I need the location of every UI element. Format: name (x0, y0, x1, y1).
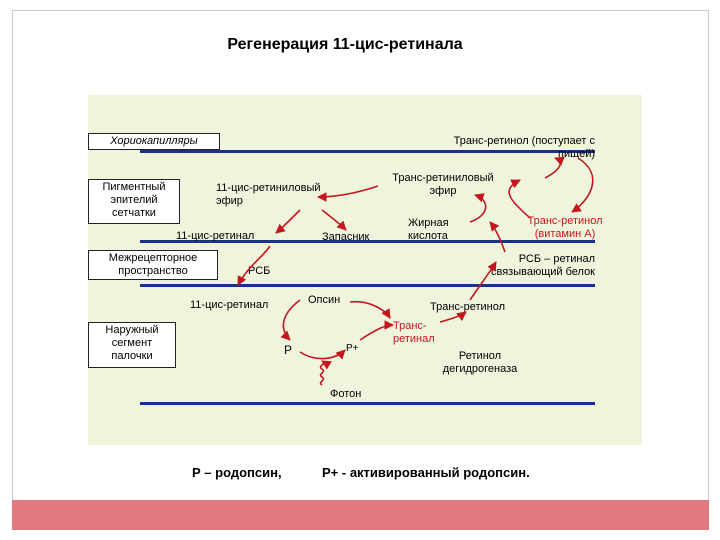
label-cis-retinyl-ester: 11-цис-ретиниловый эфир (216, 182, 321, 207)
label-trans-retinol-vitA: Транс-ретинол (витамин А) (527, 215, 603, 240)
label-trans-retinal: Транс-ретинал (393, 320, 435, 345)
line-interspace (140, 284, 595, 287)
page-title: Регенерация 11-цис-ретинала (227, 36, 463, 53)
label-cis-retinal-upper: 11-цис-ретинал (176, 230, 255, 242)
box-outer-segment: Наружный сегмент палочки (88, 322, 176, 368)
line-epithelium (140, 240, 595, 243)
label-retinol-dehydrogenase: Ретинол дегидрогеназа (442, 350, 518, 375)
legend-activated: Р+ - активированный родопсин. (322, 465, 530, 480)
label-fatty-acid: Жирная кислота (408, 217, 449, 242)
label-p-plus: Р+ (346, 343, 359, 354)
label-opsin: Опсин (308, 294, 341, 306)
label-storage: Запасник (322, 231, 370, 243)
label-trans-retinol-lower: Транс-ретинол (430, 301, 505, 313)
label-rbp-short: РСБ (248, 265, 271, 277)
label-trans-retinyl-ester: Транс-ретиниловый эфир (392, 172, 494, 197)
bottom-bar (12, 500, 709, 530)
line-outer-segment (140, 402, 595, 405)
box-interphotoreceptor-space: Межрецепторное пространство (88, 250, 218, 280)
line-choriocapillaries (140, 150, 595, 153)
box-choriocapillaries: Хориокапилляры (88, 133, 220, 150)
label-rbp-long: РСБ – ретинал связывающий белок (490, 253, 595, 278)
label-trans-retinol-food: Транс-ретинол (поступает с пищей) (453, 135, 595, 160)
box-pigment-epithelium: Пигментный эпителий сетчатки (88, 179, 180, 224)
label-cis-retinal-lower: 11-цис-ретинал (190, 299, 269, 311)
label-p: Р (284, 343, 293, 357)
legend-rhodopsin: Р – родопсин, (192, 465, 282, 480)
label-photon: Фотон (330, 388, 362, 400)
